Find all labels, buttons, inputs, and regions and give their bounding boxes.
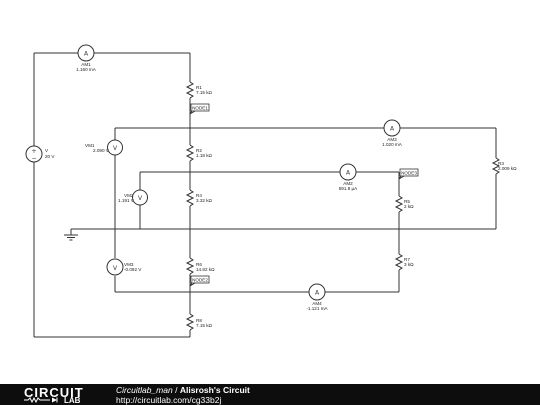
- vm2-name: VM2: [124, 193, 134, 198]
- title-separator: /: [175, 385, 178, 395]
- svg-text:NODE3: NODE3: [401, 171, 417, 176]
- r1-value: 7.15 kΩ: [196, 90, 213, 95]
- r2-value: 1.18 kΩ: [196, 153, 213, 158]
- voltmeter-vm1[interactable]: V VM1 2.090 V: [85, 139, 123, 156]
- r8-name: R8: [196, 318, 202, 323]
- am1-value: 1.160 mA: [76, 67, 97, 72]
- circuit-title: Circuitlab_man / Alisrosh's Circuit: [116, 385, 250, 395]
- r6-value: 14.82 kΩ: [196, 267, 215, 272]
- r3-value: 2.009 kΩ: [498, 166, 517, 171]
- r3-name: R3: [498, 161, 504, 166]
- ground-symbol: [64, 234, 78, 241]
- r6-name: R6: [196, 262, 202, 267]
- svg-text:A: A: [315, 290, 320, 297]
- r5-value: 2 kΩ: [404, 204, 414, 209]
- footer-bar: [0, 384, 540, 405]
- r2-name: R2: [196, 148, 202, 153]
- am4-name: AM4: [312, 301, 322, 306]
- resistor-r3[interactable]: R3 2.009 kΩ: [491, 157, 517, 175]
- circuitlab-logo-bottom: LAB: [64, 396, 81, 405]
- v-value: 20 V: [45, 154, 55, 159]
- svg-text:V: V: [113, 265, 118, 272]
- voltmeter-vm3[interactable]: V VM3 -0.092 V: [106, 258, 142, 276]
- r4-value: 3.32 kΩ: [196, 198, 213, 203]
- vm1-value: 2.090 V: [93, 148, 110, 153]
- circuit-url-link[interactable]: http://circuitlab.com/cg33b2j: [116, 395, 222, 405]
- vm3-value: -0.092 V: [124, 267, 142, 272]
- resistor-logo-icon: [24, 397, 58, 403]
- vm2-value: 1.191 V: [118, 198, 135, 203]
- vm1-name: VM1: [85, 143, 95, 148]
- node-label-node1[interactable]: NODE1: [189, 103, 210, 115]
- voltmeter-vm2[interactable]: V VM2 1.191 V: [118, 189, 148, 206]
- r4-name: R4: [196, 193, 202, 198]
- resistor-r7[interactable]: R7 3 kΩ: [394, 253, 414, 271]
- svg-text:V: V: [138, 195, 143, 202]
- circuitlab-logo-top: CIRCUIT: [24, 385, 84, 400]
- node-label-node3[interactable]: NODE3: [398, 168, 419, 180]
- am4-value: -1.121 mA: [306, 306, 328, 311]
- resistor-r4[interactable]: R4 3.32 kΩ: [185, 189, 213, 207]
- resistor-r5[interactable]: R5 2 kΩ: [394, 195, 414, 213]
- svg-text:A: A: [84, 51, 89, 58]
- am2-value: 591.8 µA: [339, 186, 358, 191]
- am2-name: AM2: [343, 181, 353, 186]
- svg-text:A: A: [390, 126, 395, 133]
- svg-text:NODE1: NODE1: [192, 106, 208, 111]
- r8-value: 7.15 kΩ: [196, 323, 213, 328]
- author-link[interactable]: Circuitlab_man: [116, 385, 173, 395]
- ammeter-am2[interactable]: A AM2 591.8 µA: [339, 163, 358, 191]
- r5-name: R5: [404, 199, 410, 204]
- vm3-name: VM3: [124, 262, 134, 267]
- r1-name: R1: [196, 85, 202, 90]
- circuit-name[interactable]: Alisrosh's Circuit: [179, 385, 250, 395]
- ammeter-am3[interactable]: A AM3 1.020 mA: [382, 119, 403, 147]
- svg-text:V: V: [113, 145, 118, 152]
- r7-name: R7: [404, 257, 410, 262]
- resistor-r8[interactable]: R8 7.15 kΩ: [185, 313, 213, 331]
- am3-name: AM3: [387, 137, 397, 142]
- wires: [33, 52, 497, 338]
- r7-value: 3 kΩ: [404, 262, 414, 267]
- am1-name: AM1: [81, 62, 91, 67]
- svg-text:A: A: [346, 170, 351, 177]
- ammeter-am4[interactable]: A AM4 -1.121 mA: [306, 283, 329, 311]
- v-name: V: [45, 148, 49, 153]
- ammeter-am1[interactable]: A AM1 1.160 mA: [76, 44, 97, 72]
- voltage-source-v[interactable]: + − V 20 V: [25, 145, 55, 163]
- am3-value: 1.020 mA: [382, 142, 403, 147]
- resistor-r6[interactable]: R6 14.82 kΩ: [185, 257, 215, 275]
- resistor-r2[interactable]: R2 1.18 kΩ: [185, 144, 213, 162]
- svg-text:+: +: [31, 148, 36, 155]
- circuit-schematic: + − V 20 V A AM1 1.160 mA A AM2 591.8 µA…: [25, 44, 517, 338]
- svg-text:−: −: [31, 155, 36, 162]
- svg-text:NODE2: NODE2: [192, 278, 208, 283]
- resistor-r1[interactable]: R1 7.15 kΩ: [185, 81, 213, 99]
- node-label-node2[interactable]: NODE2: [189, 275, 210, 287]
